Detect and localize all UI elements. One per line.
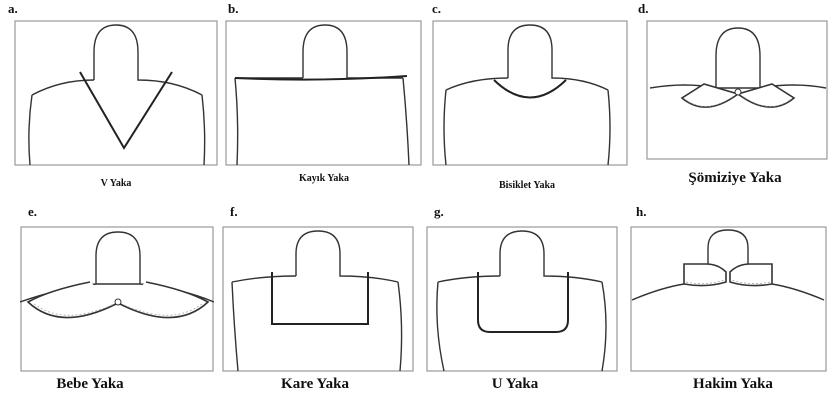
figure-d-letter: d. — [638, 1, 649, 16]
figure-f-caption: Kare Yaka — [281, 376, 349, 392]
figure-h-caption: Hakim Yaka — [693, 376, 773, 392]
figure-h-mandarin-collar — [630, 226, 827, 372]
figure-a-v-neck — [14, 20, 218, 166]
figure-f-letter: f. — [230, 204, 238, 219]
figure-c-caption: Bisiklet Yaka — [498, 180, 556, 191]
figure-a-caption: V Yaka — [100, 178, 132, 189]
figure-e-peter-pan-collar — [20, 226, 214, 372]
figure-b-boat-neck — [225, 20, 422, 166]
figure-g-u-neck — [426, 226, 618, 372]
figure-b-letter: b. — [228, 1, 239, 16]
figure-d-shirt-collar — [646, 20, 828, 160]
figure-b-caption: Kayık Yaka — [299, 173, 349, 184]
figure-g-caption: U Yaka — [491, 376, 539, 392]
figure-a-letter: a. — [8, 1, 18, 16]
figure-f-square-neck — [222, 226, 414, 372]
figure-e-caption: Bebe Yaka — [56, 376, 124, 392]
figure-g-letter: g. — [434, 204, 444, 219]
figure-c-crew-neck — [432, 20, 628, 166]
figure-c-letter: c. — [432, 1, 442, 16]
figure-d-caption: Şömiziye Yaka — [688, 170, 782, 186]
figure-e-letter: e. — [28, 204, 38, 219]
figure-h-letter: h. — [636, 204, 647, 219]
